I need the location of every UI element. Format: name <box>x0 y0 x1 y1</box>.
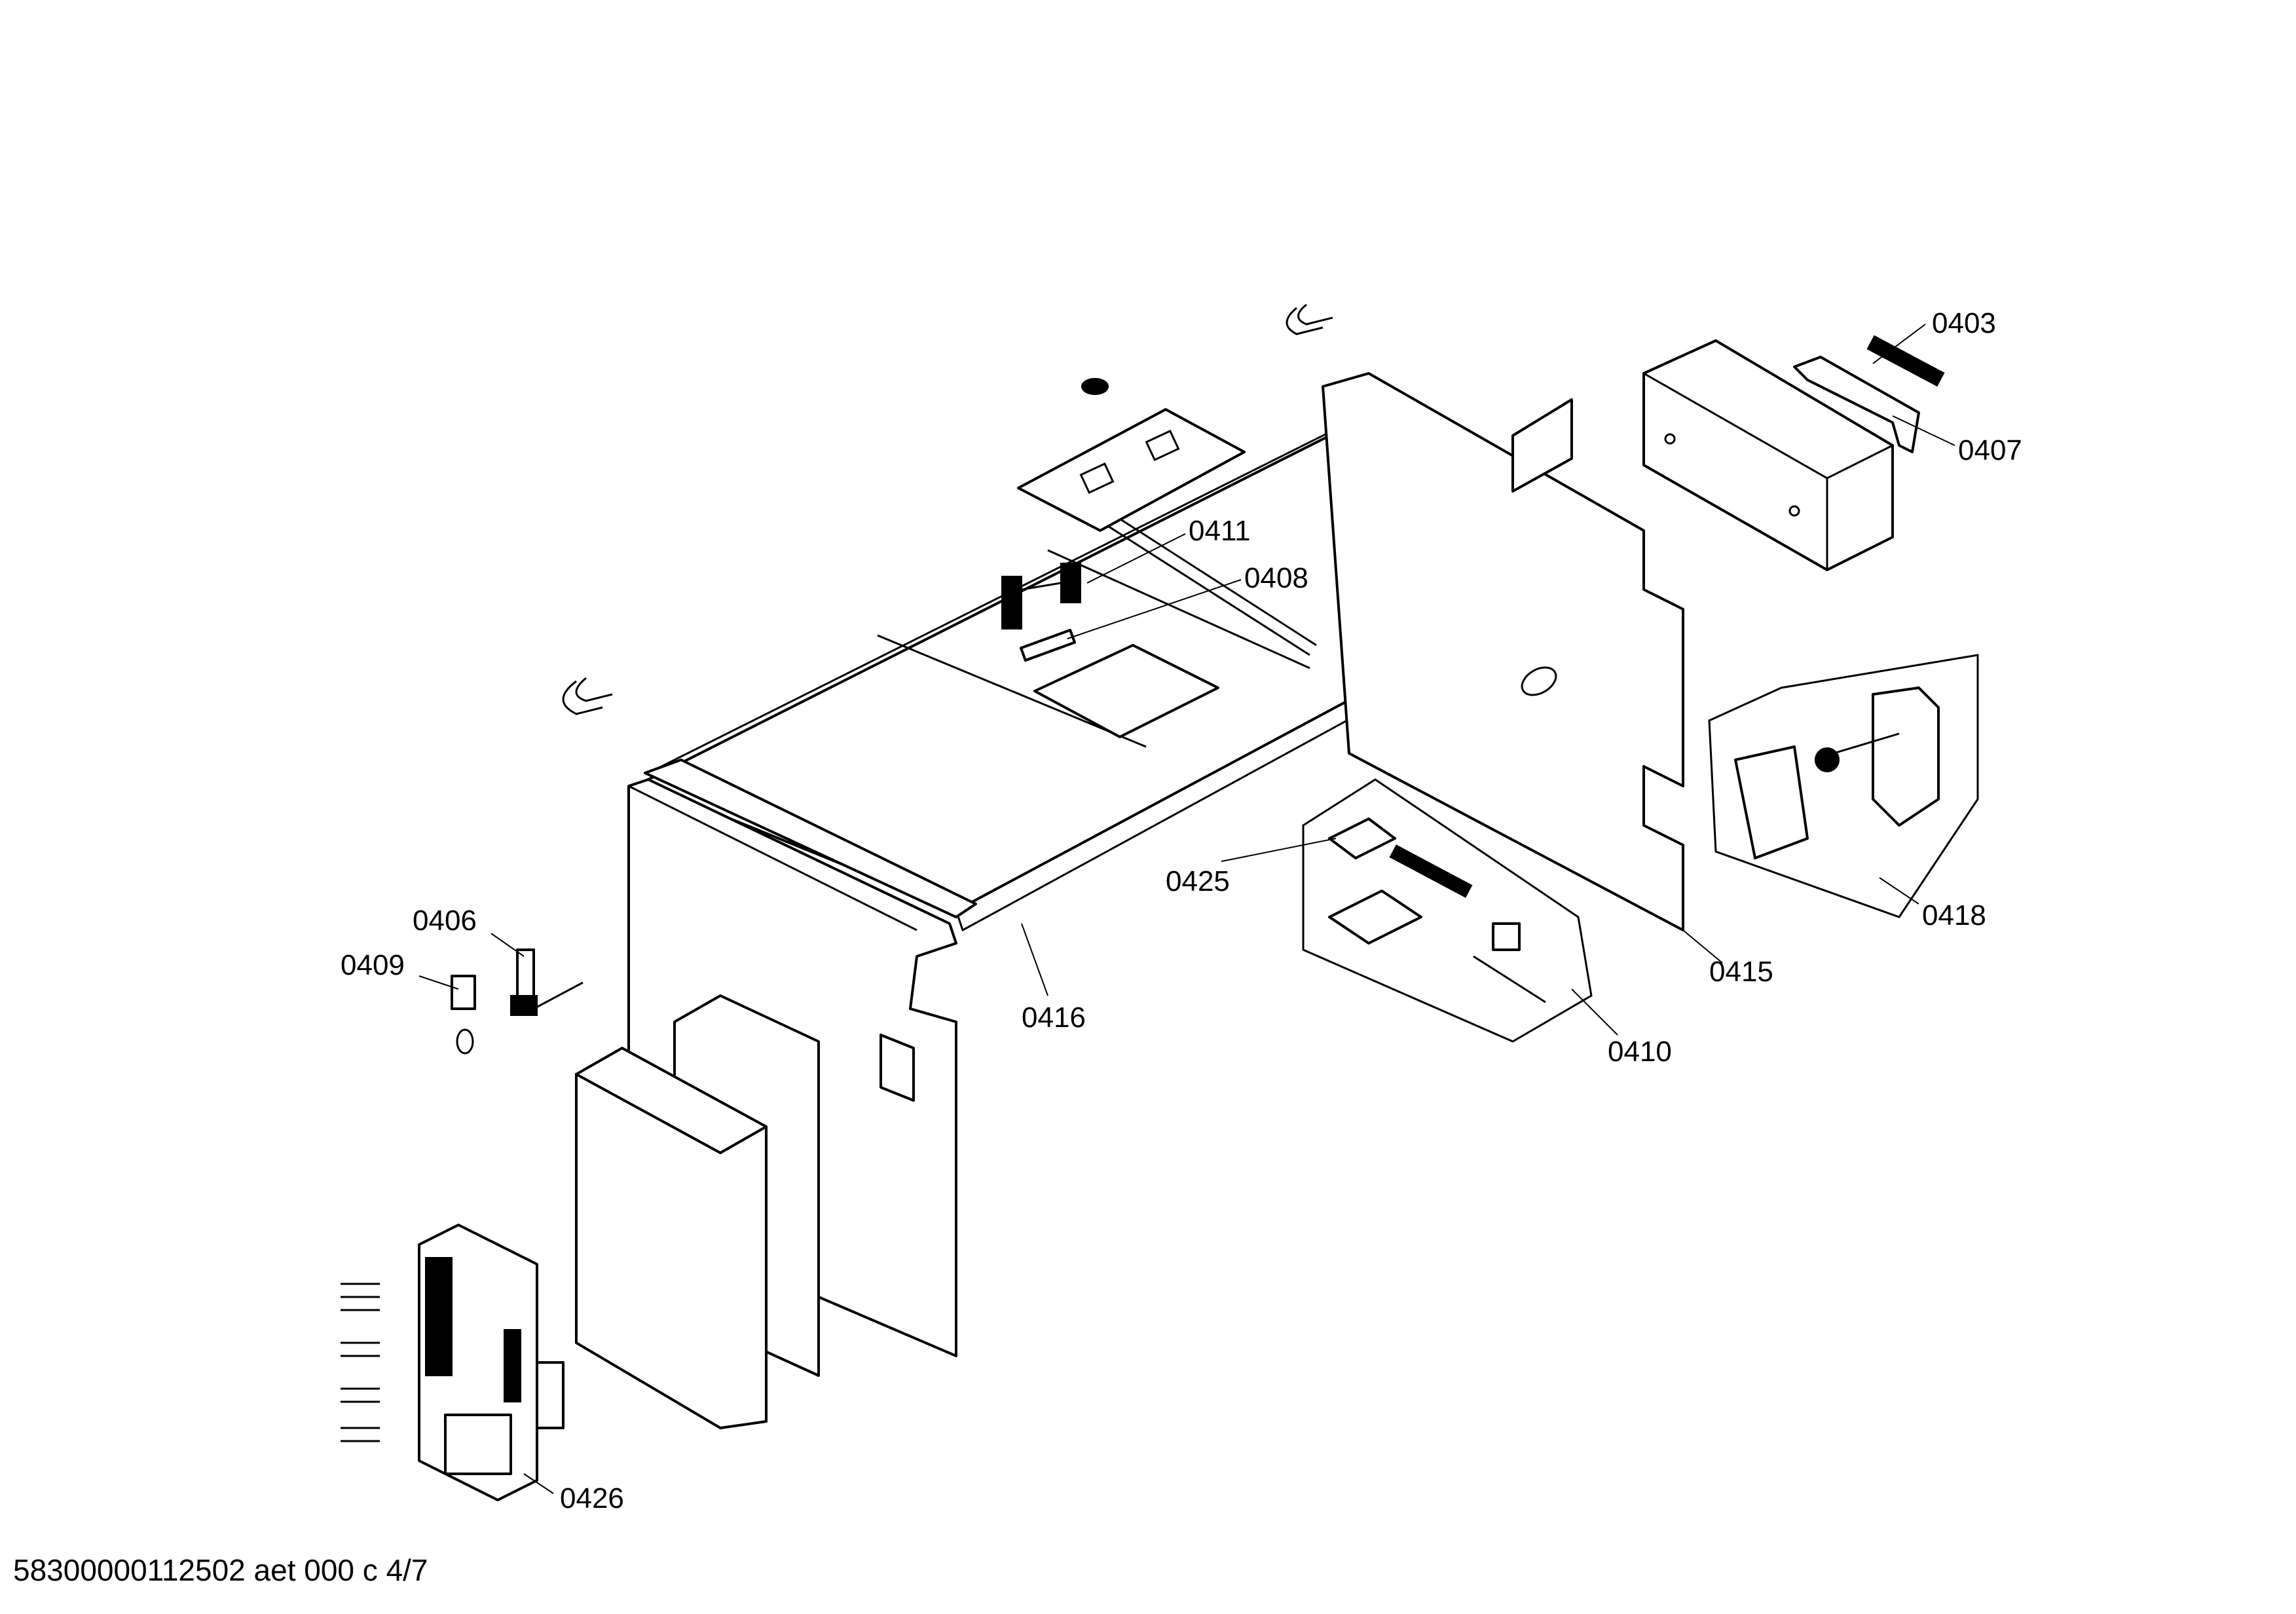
callout-0407: 0407 <box>1958 434 2022 466</box>
control-sub-panel <box>1017 408 1246 532</box>
valve-kit-0410 <box>1302 778 1593 1043</box>
callout-0418: 0418 <box>1922 899 1986 931</box>
rear-vertical-plates <box>575 994 820 1429</box>
callout-0409: 0409 <box>341 949 405 981</box>
motor-assembly-0418 <box>1708 654 1979 918</box>
switch-0409 <box>451 975 476 1055</box>
connector-0411 <box>1001 563 1081 629</box>
fuse-0408 <box>1019 628 1077 662</box>
grommet <box>1081 378 1109 395</box>
leader-lines <box>418 324 1955 1494</box>
callout-0408: 0408 <box>1244 562 1308 594</box>
cover-box-0403 <box>1642 339 1894 571</box>
callout-0426: 0426 <box>560 1482 624 1514</box>
terminal-strip-0407 <box>1793 335 1945 453</box>
callout-0406: 0406 <box>413 905 477 937</box>
callout-0410: 0410 <box>1608 1036 1672 1068</box>
sensor-0406 <box>510 948 583 1016</box>
callout-0425: 0425 <box>1166 865 1230 897</box>
callout-0415: 0415 <box>1709 956 1773 988</box>
document-id-footer: 58300000112502 aet 000 c 4/7 <box>13 1553 428 1587</box>
callout-0403: 0403 <box>1932 307 1996 339</box>
clip-left <box>562 677 613 715</box>
callout-0416: 0416 <box>1022 1002 1086 1034</box>
clip-top <box>1286 303 1333 335</box>
right-side-panel-0415 <box>1322 372 1684 931</box>
callout-0411: 0411 <box>1189 515 1251 547</box>
pcb-board-0426 <box>341 1224 565 1501</box>
